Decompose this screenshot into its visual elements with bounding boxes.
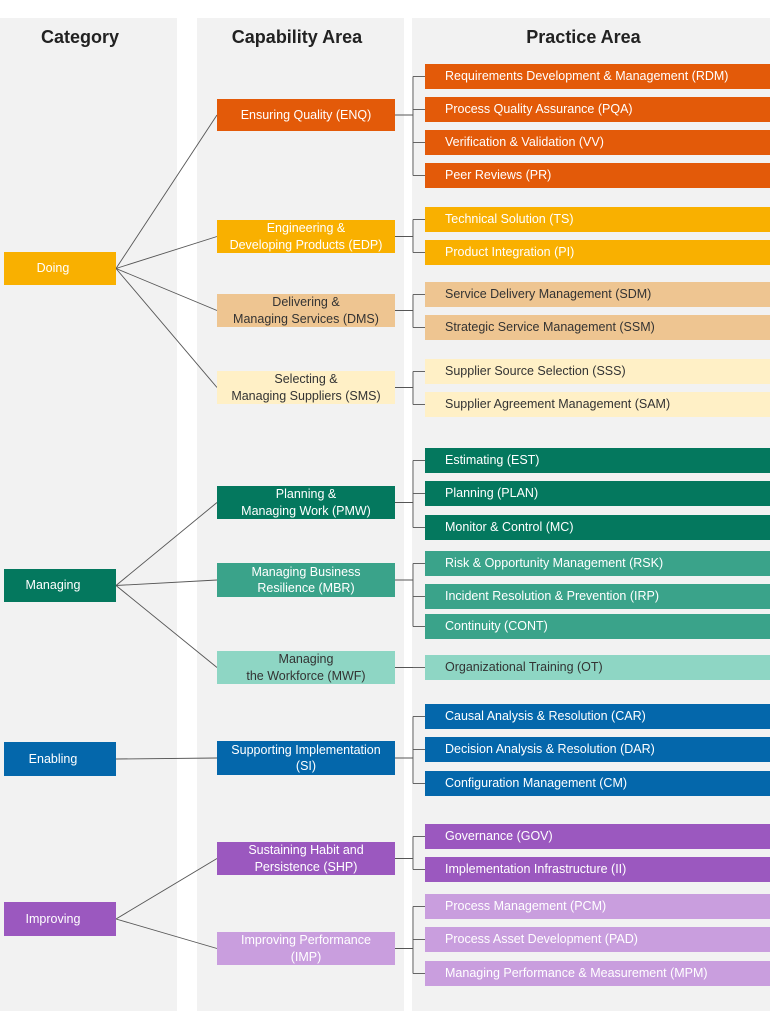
- category-to-capability-line: [115, 236, 218, 269]
- practice-area-box: Service Delivery Management (SDM): [425, 282, 770, 307]
- practice-area-box: Peer Reviews (PR): [425, 163, 770, 188]
- practice-area-box: Implementation Infrastructure (II): [425, 857, 770, 882]
- practice-area-box: Supplier Agreement Management (SAM): [425, 392, 770, 417]
- category-enabling: Enabling: [4, 742, 116, 776]
- practice-area-box: Causal Analysis & Resolution (CAR): [425, 704, 770, 729]
- practice-area-box: Organizational Training (OT): [425, 655, 770, 680]
- capability-area-box: Ensuring Quality (ENQ): [217, 99, 395, 131]
- category-to-capability-line: [115, 268, 218, 311]
- capability-area-box: Managing the Workforce (MWF): [217, 651, 395, 684]
- practice-area-box: Decision Analysis & Resolution (DAR): [425, 737, 770, 762]
- category-column: [0, 18, 177, 1011]
- capability-area-box: Planning & Managing Work (PMW): [217, 486, 395, 519]
- practice-area-box: Product Integration (PI): [425, 240, 770, 265]
- capability-area-box: Supporting Implementation (SI): [217, 741, 395, 775]
- category-to-capability-line: [115, 757, 218, 760]
- capability-area-box: Engineering & Developing Products (EDP): [217, 220, 395, 253]
- practice-area-box: Process Management (PCM): [425, 894, 770, 919]
- capability-header: Capability Area: [231, 27, 363, 47]
- practice-area-box: Verification & Validation (VV): [425, 130, 770, 155]
- category-doing: Doing: [4, 252, 116, 285]
- practice-area-box: Managing Performance & Measurement (MPM): [425, 961, 770, 986]
- practice-area-box: Configuration Management (CM): [425, 771, 770, 796]
- practice-area-box: Governance (GOV): [425, 824, 770, 849]
- category-to-capability-line: [115, 502, 218, 586]
- category-improving: Improving: [4, 902, 116, 936]
- capability-area-box: Delivering & Managing Services (DMS): [217, 294, 395, 327]
- practice-area-box: Monitor & Control (MC): [425, 515, 770, 540]
- practice-area-box: Process Quality Assurance (PQA): [425, 97, 770, 122]
- category-to-capability-line: [115, 918, 218, 949]
- practice-area-box: Incident Resolution & Prevention (IRP): [425, 584, 770, 609]
- practice-area-box: Process Asset Development (PAD): [425, 927, 770, 952]
- capability-area-box: Sustaining Habit and Persistence (SHP): [217, 842, 395, 875]
- practice-area-box: Risk & Opportunity Management (RSK): [425, 551, 770, 576]
- capability-area-box: Managing Business Resilience (MBR): [217, 563, 395, 597]
- category-to-capability-line: [115, 114, 218, 269]
- category-to-capability-line: [115, 858, 218, 920]
- category-managing: Managing: [4, 569, 116, 602]
- practice-area-box: Planning (PLAN): [425, 481, 770, 506]
- practice-area-box: Technical Solution (TS): [425, 207, 770, 232]
- category-to-capability-line: [115, 268, 218, 388]
- category-header: Category: [40, 27, 120, 47]
- capability-area-box: Improving Performance (IMP): [217, 932, 395, 965]
- practice-area-box: Estimating (EST): [425, 448, 770, 473]
- category-to-capability-line: [115, 579, 218, 586]
- practice-header: Practice Area: [526, 27, 641, 47]
- practice-area-box: Supplier Source Selection (SSS): [425, 359, 770, 384]
- practice-area-box: Continuity (CONT): [425, 614, 770, 639]
- practice-area-box: Strategic Service Management (SSM): [425, 315, 770, 340]
- category-to-capability-line: [115, 585, 218, 668]
- capability-area-box: Selecting & Managing Suppliers (SMS): [217, 371, 395, 404]
- practice-area-box: Requirements Development & Management (R…: [425, 64, 770, 89]
